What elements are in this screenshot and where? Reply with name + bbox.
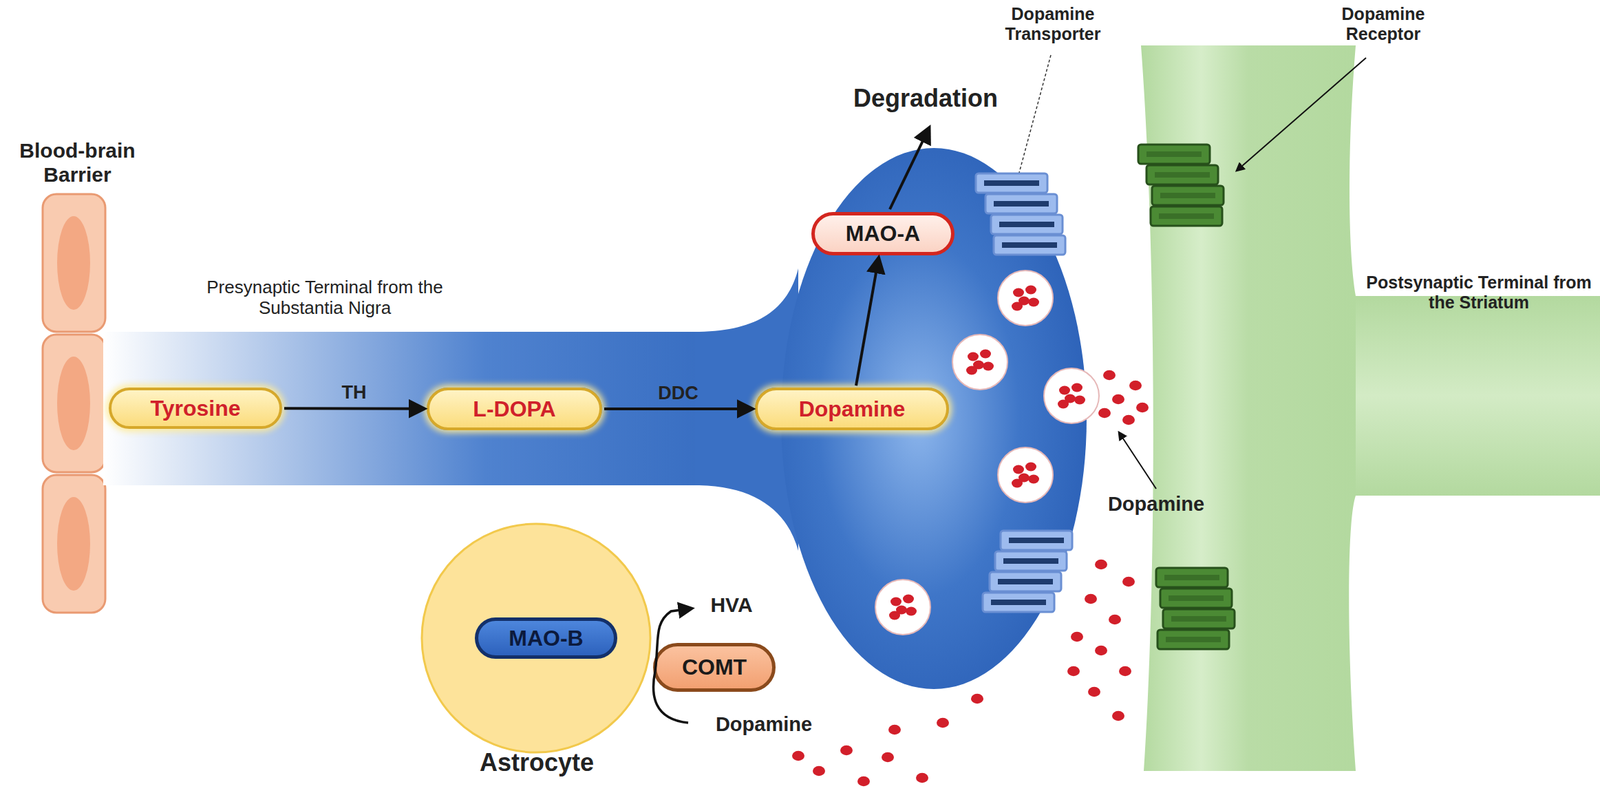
dopamine-dot xyxy=(1103,370,1116,380)
dopamine-dot xyxy=(857,776,870,786)
dopamine-dot xyxy=(1136,402,1149,413)
callout-label: Dopamine Receptor xyxy=(1313,4,1454,45)
dopamine-dot xyxy=(881,752,894,762)
leader-line xyxy=(1118,432,1157,489)
dopamine-dot xyxy=(982,361,994,371)
dopamine-dot xyxy=(1012,465,1024,475)
region-heading: Presynaptic Terminal from the Substantia… xyxy=(183,277,466,319)
reaction-arrow xyxy=(284,406,424,410)
dopamine-dot xyxy=(1074,395,1086,405)
dopamine-dot xyxy=(1084,593,1097,604)
dopamine-dot xyxy=(1011,478,1023,488)
region-heading: Blood-brain Barrier xyxy=(3,139,152,187)
dopamine-dot xyxy=(966,366,978,376)
callout-label: HVA xyxy=(693,593,770,618)
vesicle xyxy=(952,334,1008,390)
dopamine-dot xyxy=(1070,631,1084,642)
leader-line xyxy=(1017,55,1051,181)
dopamine-dot xyxy=(840,745,853,755)
astrocyte-cell: Astrocyte MAO-B xyxy=(412,519,661,785)
dopamine-dot xyxy=(1057,399,1069,409)
callout-label: Dopamine xyxy=(1080,492,1232,516)
enzyme-label: TH xyxy=(342,381,367,404)
comt-arrow xyxy=(653,608,692,723)
vesicle xyxy=(1043,368,1100,424)
dopamine-dot xyxy=(1028,297,1040,307)
vesicle xyxy=(997,270,1053,326)
dopamine-dot xyxy=(1094,645,1108,656)
enzyme-pill: MAO-B xyxy=(474,617,618,659)
dopamine-dot xyxy=(888,724,901,735)
dopamine-dot xyxy=(967,352,979,362)
dopamine-dot xyxy=(1118,666,1132,676)
protein-bar xyxy=(1157,629,1230,649)
protein-bar xyxy=(1156,567,1228,588)
dopamine-dot xyxy=(1012,288,1024,298)
callout-label: Dopamine xyxy=(691,712,837,736)
dopamine-dot xyxy=(1098,408,1111,418)
reaction-arrow xyxy=(856,258,879,386)
protein-bar xyxy=(975,173,1048,193)
dopamine-dot xyxy=(915,772,929,783)
protein-bar xyxy=(993,235,1066,255)
region-heading: Astrocyte xyxy=(412,748,661,777)
reaction-arrow xyxy=(604,407,753,411)
dopamine-dot xyxy=(1122,576,1135,587)
dopamine-dot xyxy=(1025,285,1037,295)
dopamine-dot xyxy=(792,750,805,761)
dopamine-dot xyxy=(812,765,826,776)
molecule-pill: Dopamine xyxy=(754,387,949,431)
pill-label: L-DOPA xyxy=(472,396,556,422)
dopamine-dot xyxy=(1059,386,1071,396)
dopamine-dot xyxy=(905,606,917,616)
vesicle xyxy=(875,579,931,635)
protein-bar xyxy=(985,194,1058,214)
protein-bar xyxy=(1163,609,1235,629)
molecule-pill: Tyrosine xyxy=(108,387,283,429)
enzyme-pill: MAO-A xyxy=(811,211,955,256)
dopamine-dot xyxy=(1067,666,1080,676)
protein-bar xyxy=(1152,185,1224,206)
protein-bar xyxy=(995,551,1067,571)
enzyme-label: DDC xyxy=(657,382,699,404)
dopamine-dot xyxy=(1112,394,1125,404)
pill-label: MAO-B xyxy=(508,625,583,652)
dopamine-dot xyxy=(1112,710,1125,721)
dopamine-dot xyxy=(889,611,901,621)
dopamine-dot xyxy=(979,349,991,359)
molecule-pill: L-DOPA xyxy=(426,387,603,431)
protein-bar xyxy=(1000,530,1073,550)
dopamine-dot xyxy=(1108,614,1122,625)
dopamine-dot xyxy=(1094,559,1108,570)
dopamine-dot xyxy=(1129,380,1142,391)
vesicle xyxy=(997,447,1053,503)
dopamine-dot xyxy=(1025,462,1037,472)
dopamine-dot xyxy=(1071,383,1083,393)
dopamine-dot xyxy=(1088,686,1101,697)
leader-line xyxy=(1236,57,1367,171)
dopamine-dot xyxy=(890,597,902,607)
pill-label: MAO-A xyxy=(845,220,921,247)
region-heading: Postsynaptic Terminal from the Striatum xyxy=(1359,272,1598,313)
protein-bar xyxy=(990,214,1063,234)
dopamine-dot xyxy=(971,693,984,704)
callout-label: Dopamine Transporter xyxy=(982,4,1124,45)
dopamine-dot xyxy=(902,594,914,604)
dopamine-dot xyxy=(936,717,949,728)
protein-bar xyxy=(982,592,1055,612)
callout-label: Degradation xyxy=(825,83,1026,113)
protein-bar xyxy=(1160,588,1232,608)
pill-label: Tyrosine xyxy=(150,395,241,422)
protein-bar xyxy=(989,571,1062,592)
degradation-arrow xyxy=(889,128,930,210)
pill-label: COMT xyxy=(681,654,747,680)
protein-bar xyxy=(1146,165,1219,185)
dopamine-dot xyxy=(1011,302,1023,312)
dopamine-dot xyxy=(1028,474,1040,484)
protein-bar xyxy=(1138,144,1210,164)
protein-bar xyxy=(1150,206,1223,226)
enzyme-pill: COMT xyxy=(653,642,776,692)
dopamine-dot xyxy=(1122,414,1135,425)
pill-label: Dopamine xyxy=(798,396,906,422)
